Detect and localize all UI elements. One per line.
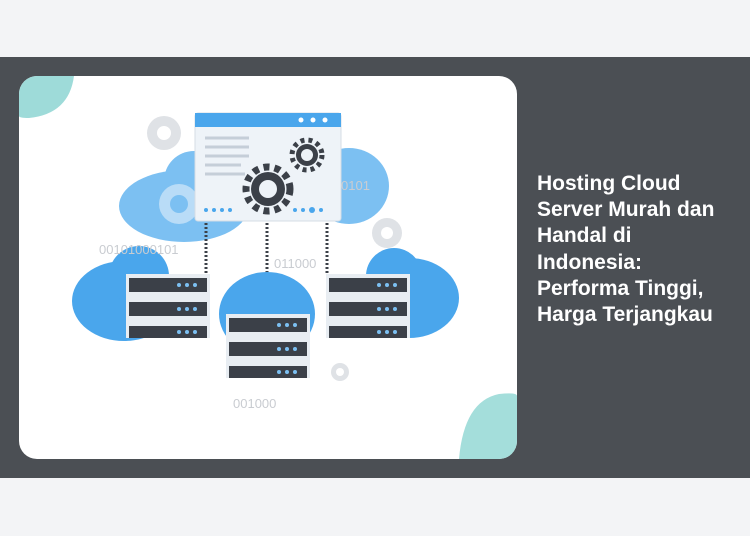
gear-icon [242,137,325,215]
binary-label: 001000 [233,396,276,411]
binary-label: 0101 [341,178,370,193]
faint-gear-icon [147,116,402,381]
cloud-server-illustration: 0101 00101000101 011000 001000 [19,76,517,459]
article-title[interactable]: Hosting Cloud Server Murah dan Handal di… [537,172,715,327]
binary-label: 011000 [274,256,316,271]
featured-image[interactable]: 0101 00101000101 011000 001000 [19,76,517,459]
gear-icon [159,184,199,224]
binary-label: 00101000101 [99,242,179,257]
connector-lines [204,223,329,274]
corner-accent-top-left [19,76,74,118]
corner-accent-bottom-right [459,393,517,459]
server-rack-icon [126,274,410,378]
browser-window [194,112,342,222]
